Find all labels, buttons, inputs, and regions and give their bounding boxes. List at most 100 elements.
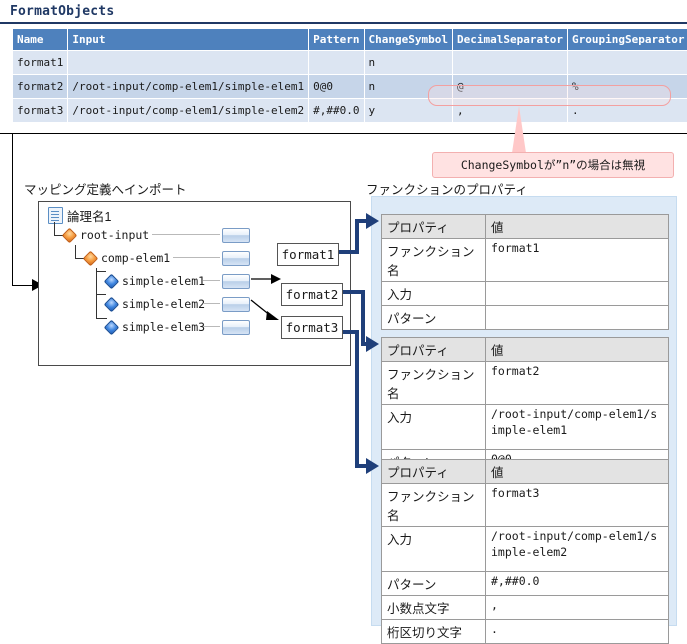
tree-node-label: comp-elem1 [101,251,170,265]
connector-format1-arrowhead-icon [366,213,379,229]
cell-name: format1 [13,51,68,75]
property-value: format3 [486,484,669,527]
property-value: /root-input/comp-elem1/simple-elem2 [486,527,669,572]
property-row: 桁区切り文字 . [382,620,669,644]
cell-decimalseparator: @ [453,75,568,99]
tree-node-simple-elem3[interactable]: simple-elem3 [106,320,205,334]
mapping-connector-box[interactable] [222,320,250,335]
connector-format2-arrowhead-icon [366,336,379,352]
table-row: format2 /root-input/comp-elem1/simple-el… [13,75,687,99]
cell-input: /root-input/comp-elem1/simple-elem2 [68,99,309,123]
col-changesymbol: ChangeSymbol [364,29,452,51]
col-input: Input [68,29,309,51]
mapping-connector-box[interactable] [222,251,250,266]
cell-changesymbol: n [364,75,452,99]
mapping-connector-box[interactable] [222,228,250,243]
property-col-header: プロパティ [382,338,486,362]
property-value: format2 [486,362,669,405]
title-underline [0,22,687,24]
property-label: パターン [382,572,486,596]
format-objects-table: Name Input Pattern ChangeSymbol DecimalS… [12,29,687,123]
mapping-connector-box[interactable] [222,274,250,289]
property-value: /root-input/comp-elem1/simple-elem1 [486,405,669,450]
cell-decimalseparator [453,51,568,75]
tree-tick [96,271,106,272]
property-row: ファンクション名 format2 [382,362,669,405]
orange-diamond-icon [83,250,99,266]
tree-root-label: 論理名1 [67,206,111,225]
property-col-header: プロパティ [382,215,486,239]
cell-decimalseparator: , [453,99,568,123]
mapping-connector-box[interactable] [222,297,250,312]
property-row: 小数点文字 , [382,596,669,620]
connector-format2-v [361,290,365,346]
tree-node-simple-elem2[interactable]: simple-elem2 [106,297,205,311]
property-label: 入力 [382,405,486,450]
value-col-header: 値 [486,460,669,484]
property-label: 桁区切り文字 [382,620,486,644]
property-row: ファンクション名 format3 [382,484,669,527]
tree-tick [96,294,106,295]
cell-pattern: 0@0 [309,75,364,99]
page-title: FormatObjects [10,4,114,19]
property-label: 小数点文字 [382,596,486,620]
left-section-caption: マッピング定義へインポート [24,179,187,198]
tree-node-comp-elem1[interactable]: comp-elem1 [85,251,170,265]
blue-diamond-icon [104,296,120,312]
property-table-format3: プロパティ 値 ファンクション名 format3 入力 /root-input/… [381,459,669,644]
format-box-format3[interactable]: format3 [281,316,343,339]
cell-pattern [309,51,364,75]
col-pattern: Pattern [309,29,364,51]
tree-node-label: root-input [80,228,149,242]
property-label: 入力 [382,282,486,306]
property-label: パターン [382,306,486,330]
tree-to-format3-arrow-icon [250,296,284,326]
table-header-row: Name Input Pattern ChangeSymbol DecimalS… [13,29,687,51]
property-table-format2: プロパティ 値 ファンクション名 format2 入力 /root-input/… [381,337,669,474]
feed-connector-vertical [12,134,13,286]
col-groupingseparator: GroupingSeparator [567,29,687,51]
property-row: パターン [382,306,669,330]
property-label: 入力 [382,527,486,572]
property-header-row: プロパティ 値 [382,215,669,239]
tree-to-format2-arrow-icon [250,268,284,290]
cell-groupingseparator [567,51,687,75]
orange-diamond-icon [62,227,78,243]
value-col-header: 値 [486,215,669,239]
cell-groupingseparator: . [567,99,687,123]
property-header-row: プロパティ 値 [382,460,669,484]
property-row: 入力 /root-input/comp-elem1/simple-elem2 [382,527,669,572]
property-row: 入力 [382,282,669,306]
property-value: #,##0.0 [486,572,669,596]
tree-node-label: simple-elem1 [122,274,205,288]
property-row: 入力 /root-input/comp-elem1/simple-elem1 [382,405,669,450]
cell-name: format2 [13,75,68,99]
tree-dash-line [173,257,220,258]
cell-input [68,51,309,75]
property-table-format1: プロパティ 値 ファンクション名 format1 入力 パターン [381,214,669,330]
property-col-header: プロパティ [382,460,486,484]
cell-changesymbol: n [364,51,452,75]
format-box-format1[interactable]: format1 [277,243,339,266]
property-value: format1 [486,239,669,282]
callout-note: ChangeSymbolが”n”の場合は無視 [432,152,674,178]
tree-node-label: simple-elem2 [122,297,205,311]
table-row: format3 /root-input/comp-elem1/simple-el… [13,99,687,123]
format-box-format2[interactable]: format2 [281,283,343,306]
connector-format3-v [355,330,359,468]
property-label: ファンクション名 [382,239,486,282]
table-bottom-rule [0,133,687,134]
property-label: ファンクション名 [382,484,486,527]
tree-node-simple-elem1[interactable]: simple-elem1 [106,274,205,288]
property-header-row: プロパティ 値 [382,338,669,362]
property-value [486,306,669,330]
property-value: . [486,620,669,644]
connector-format1-v [355,219,359,254]
property-label: ファンクション名 [382,362,486,405]
col-name: Name [13,29,68,51]
tree-node-root-input[interactable]: root-input [64,228,149,242]
cell-name: format3 [13,99,68,123]
col-decimalseparator: DecimalSeparator [453,29,568,51]
callout-pointer [512,106,526,153]
tree-dash-line [203,280,220,281]
